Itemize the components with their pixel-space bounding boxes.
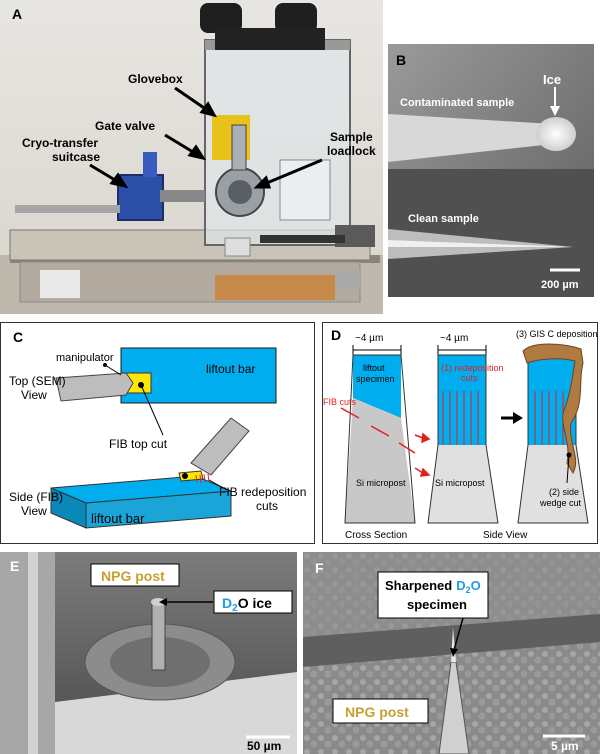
panel-f-label: F (315, 560, 324, 576)
panel-c-diagram: liftout bar manipulator Top (SEM) View F… (9, 347, 306, 529)
panel-b: Ice Contaminated sample Clean sample 200… (388, 44, 594, 297)
label-liftout-bar-side: liftout bar (91, 511, 145, 526)
label-side-view: Side (FIB) (9, 490, 63, 504)
label-loadlock: loadlock (327, 144, 376, 158)
label-redeposition: (1) redeposition (441, 363, 504, 373)
label-d2o-ice: D2O ice (222, 595, 272, 614)
label-cryo-transfer: Cryo-transfer (22, 136, 98, 150)
label-clean: Clean sample (408, 213, 479, 225)
label-side-wedge-2: wedge cut (539, 498, 582, 508)
panel-b-label: B (396, 52, 407, 68)
panel-a-photo: Glovebox Gate valve Cryo-transfer suitca… (0, 0, 383, 314)
label-specimen-f: specimen (407, 597, 467, 612)
label-side-wedge: (2) side (549, 487, 579, 497)
panel-e: NPG post D2O ice 50 µm E (0, 552, 297, 754)
label-manipulator: manipulator (56, 352, 114, 364)
panel-b-sem-image: Ice Contaminated sample Clean sample 200… (388, 44, 594, 297)
label-fib-top-cut: FIB top cut (109, 437, 168, 451)
panel-d-label: D (331, 327, 342, 343)
panel-c-label: C (13, 329, 24, 345)
panel-a: Glovebox Gate valve Cryo-transfer suitca… (0, 0, 383, 314)
label-gis-deposition: (3) GIS C deposition (516, 329, 597, 339)
panel-e-sem-image: NPG post D2O ice 50 µm (0, 552, 297, 754)
label-si-micropost-1: Si micropost (356, 478, 406, 488)
label-si-micropost-2: Si micropost (435, 478, 485, 488)
panel-e-label: E (10, 558, 20, 574)
label-specimen: specimen (356, 374, 395, 384)
label-liftout-bar-top: liftout bar (206, 362, 255, 376)
scale-label: 200 µm (541, 279, 579, 291)
label-fib-cuts: FIB cuts (323, 397, 357, 407)
panel-d: ~4 µm ~4 µm (3) GIS C deposition liftout… (322, 322, 598, 544)
scale-label-f: 5 µm (551, 739, 579, 753)
label-npg-post-e: NPG post (101, 568, 165, 584)
panel-d-diagram: ~4 µm ~4 µm (3) GIS C deposition liftout… (323, 329, 597, 541)
label-gate-valve: Gate valve (95, 119, 155, 133)
label-glovebox: Glovebox (128, 72, 183, 86)
label-redeposition-2: cuts (461, 373, 478, 383)
label-top-view-2: View (21, 388, 47, 402)
label-liftout: liftout (363, 363, 385, 373)
label-cross-section: Cross Section (345, 530, 407, 541)
label-top-view: Top (SEM) (9, 374, 66, 388)
scale-label-e: 50 µm (247, 739, 281, 753)
label-fib-redeposition: FIB redeposition (219, 485, 306, 499)
label-side-view-d: Side View (483, 530, 528, 541)
label-fib-redeposition-2: cuts (256, 499, 278, 513)
label-suitcase: suitcase (52, 150, 100, 164)
label-side-view-2: View (21, 504, 47, 518)
label-width-2: ~4 µm (440, 333, 468, 344)
label-sample: Sample (330, 130, 373, 144)
label-contaminated: Contaminated sample (400, 97, 514, 109)
panel-c: liftout bar manipulator Top (SEM) View F… (0, 322, 315, 544)
label-ice: Ice (543, 72, 561, 87)
label-width-1: ~4 µm (355, 333, 383, 344)
label-npg-post-f: NPG post (345, 704, 409, 720)
panel-a-label: A (12, 6, 23, 22)
